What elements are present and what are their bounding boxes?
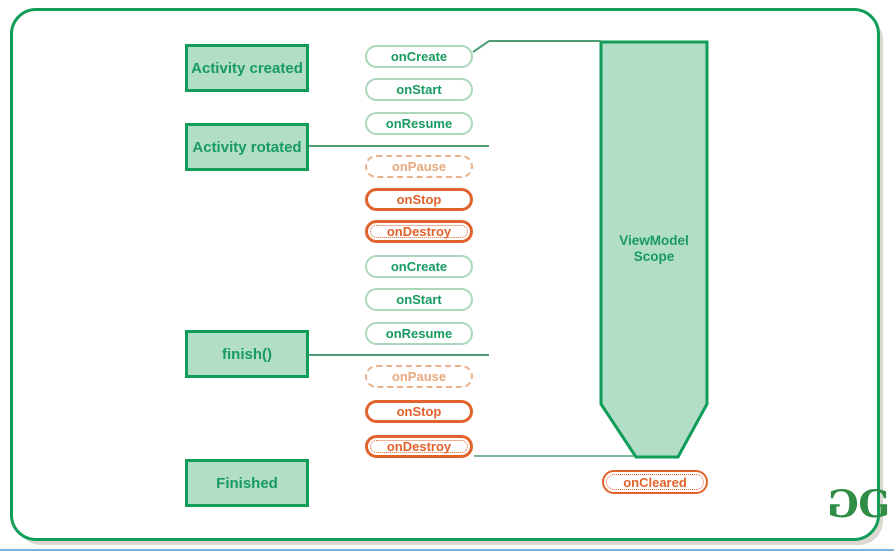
stage-box-finish: finish() — [185, 330, 309, 378]
viewmodel-scope-label-line1: ViewModel — [619, 233, 689, 248]
lifecycle-pill-onpause-1: onPause — [365, 155, 473, 178]
viewmodel-scope-shape — [599, 40, 709, 459]
viewmodel-scope-label: ViewModel Scope — [601, 233, 707, 265]
lifecycle-pill-onstop-2: onStop — [365, 400, 473, 423]
logo-letter-g-mirrored: G — [831, 482, 859, 526]
lifecycle-pill-onstart-1: onStart — [365, 78, 473, 101]
stage-box-activity-created: Activity created — [185, 44, 309, 92]
lifecycle-pill-onresume-2: onResume — [365, 322, 473, 345]
lifecycle-pill-oncreate-2: onCreate — [365, 255, 473, 278]
lifecycle-pill-onresume-1: onResume — [365, 112, 473, 135]
lifecycle-pill-onstop-1: onStop — [365, 188, 473, 211]
viewmodel-scope-label-line2: Scope — [633, 249, 675, 264]
lifecycle-pill-onstart-2: onStart — [365, 288, 473, 311]
diagram-border-frame — [10, 8, 880, 541]
bottom-edge-line — [0, 549, 894, 551]
line-oncreate-to-scope — [472, 40, 601, 53]
stage-box-activity-rotated: Activity rotated — [185, 123, 309, 171]
logo-letter-g: G — [858, 482, 890, 526]
lifecycle-pill-oncleared: onCleared — [602, 470, 708, 494]
lifecycle-pill-oncreate-1: onCreate — [365, 45, 473, 68]
lifecycle-pill-ondestroy-2: onDestroy — [365, 435, 473, 458]
lifecycle-pill-onpause-2: onPause — [365, 365, 473, 388]
stage-box-finished: Finished — [185, 459, 309, 507]
lifecycle-pill-ondestroy-1: onDestroy — [365, 220, 473, 243]
